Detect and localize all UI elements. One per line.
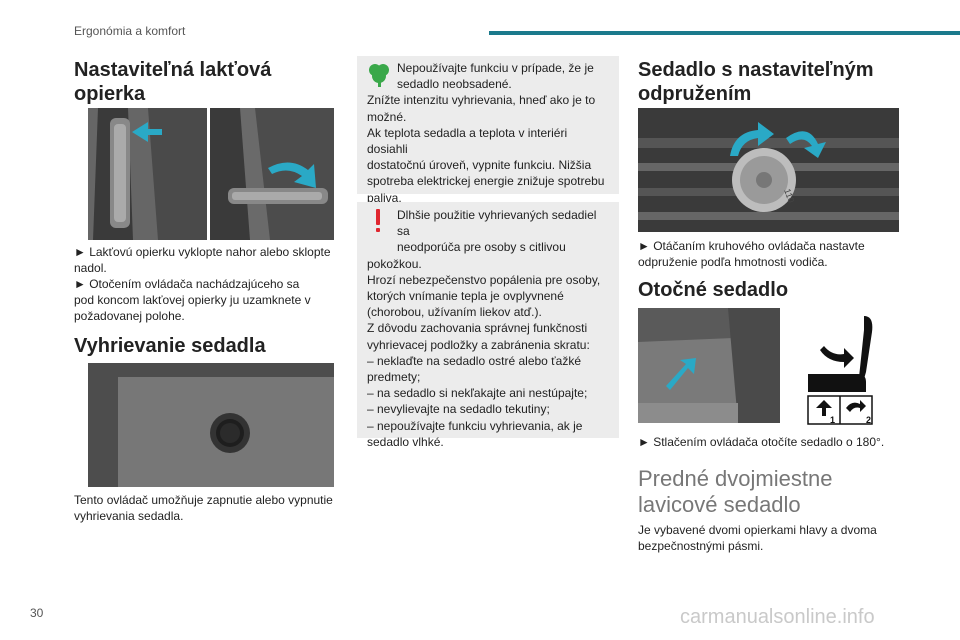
svg-text:1: 1 (830, 415, 835, 425)
rotate-left-arrow-icon (730, 122, 774, 156)
column-1: Nastaviteľná lakťová opierka (74, 58, 344, 106)
armrest-heading: Nastaviteľná lakťová opierka (74, 59, 272, 105)
bench-description: Je vybavené dvomi opierkami hlavy a dvom… (638, 523, 877, 553)
arrow-rotate-down-icon (268, 162, 316, 188)
leaf-icon (369, 64, 389, 87)
rotate-right-arrow-icon (786, 131, 826, 158)
watermark: carmanualsonline.info (680, 606, 875, 628)
suspension-instructions: ► Otáčaním kruhového ovládača nastavte o… (638, 239, 865, 269)
swivel-seat-pictogram: 1 2 (800, 312, 880, 426)
swivel-heading: Otočné sedadlo (638, 279, 789, 301)
armrest-instructions: ► Lakťovú opierku vyklopte nahor alebo s… (74, 245, 331, 323)
heating-instructions: Tento ovládač umožňuje zapnutie alebo vy… (74, 493, 333, 523)
suspension-heading: Sedadlo s nastaviteľným odpružením (638, 59, 874, 105)
armrest-up-image (88, 108, 207, 240)
bench-heading: Predné dvojmiestne lavicové sedadlo (638, 466, 833, 517)
suspension-knob-image: 110 (638, 108, 899, 232)
warning-note-box: Dlhšie použitie vyhrievaných sedadiel sa… (357, 202, 619, 449)
seat-heating-switch-image (88, 363, 334, 487)
eco-note-text: Nepoužívajte funkciu v prípade, že je se… (367, 61, 605, 205)
swivel-seat-image (638, 308, 780, 423)
swivel-instructions: ► Stlačením ovládača otočíte sedadlo o 1… (638, 435, 885, 449)
eco-note-box: Nepoužívajte funkciu v prípade, že je se… (357, 56, 619, 205)
arrow-left-icon (132, 122, 162, 142)
svg-text:2: 2 (866, 415, 871, 425)
heating-heading: Vyhrievanie sedadla (74, 335, 266, 357)
rotate-arrow-icon (820, 346, 854, 368)
svg-text:110: 110 (782, 187, 796, 204)
page-number: 30 (30, 606, 44, 620)
armrest-down-image (210, 108, 334, 240)
arrow-up-right-icon (666, 358, 696, 390)
exclamation-icon (376, 209, 380, 232)
warning-note-text: Dlhšie použitie vyhrievaných sedadiel sa… (367, 208, 601, 449)
running-header: Ergonómia a komfort (74, 24, 186, 38)
header-accent-bar (489, 31, 960, 35)
